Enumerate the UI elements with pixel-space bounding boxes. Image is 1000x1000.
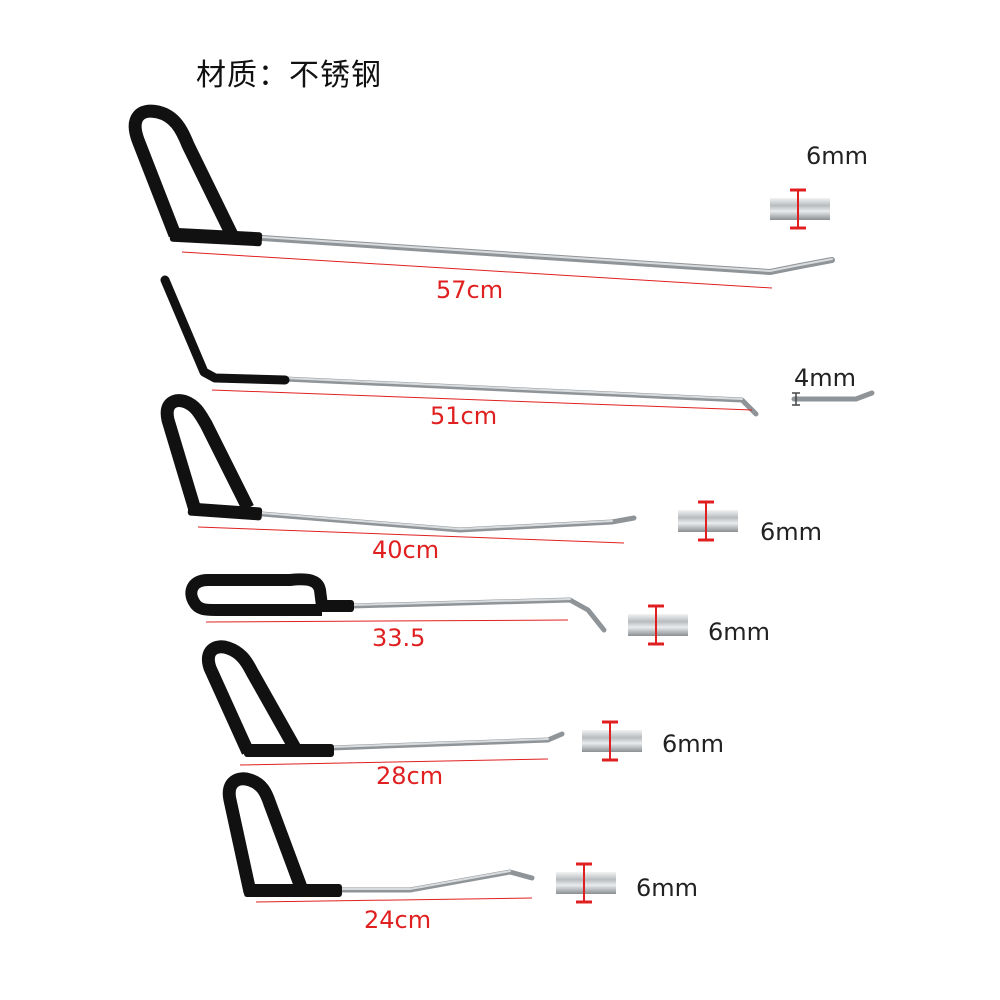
tool-2-measure-line xyxy=(211,389,753,411)
tool-1-grip xyxy=(169,227,263,247)
tool-6-measure-line xyxy=(255,897,533,903)
tool-6-diameter-label: 6mm xyxy=(636,874,699,902)
tool-4-handle xyxy=(185,573,328,616)
diameter-sample-2 xyxy=(791,390,875,406)
tool-5-length-label: 28cm xyxy=(376,762,444,790)
tool-5-diameter-label: 6mm xyxy=(662,730,725,758)
material-label: 材质：不锈钢 xyxy=(196,58,382,93)
tool-1-measure-line xyxy=(181,251,773,289)
tool-6-handle xyxy=(222,772,309,894)
tool-3-measure-line xyxy=(197,526,625,544)
diameter-sample-4 xyxy=(628,604,688,646)
tool-5-28cm xyxy=(202,640,565,766)
tool-5-handle xyxy=(202,640,302,755)
diameter-sample-1 xyxy=(770,188,830,230)
tool-4-grip xyxy=(318,600,354,612)
tool-5-measure-line xyxy=(239,758,549,766)
tool-2-51cm xyxy=(160,275,759,417)
tool-3-handle xyxy=(160,394,254,512)
tool-2-handle xyxy=(160,275,290,385)
tool-2-diameter-label: 4mm xyxy=(794,364,857,392)
tool-6-length-label: 24cm xyxy=(364,906,432,934)
tool-4-33.5 xyxy=(185,573,607,633)
tool-1-57cm xyxy=(128,104,835,289)
tool-4-measure-line xyxy=(205,619,569,623)
tool-3-40cm xyxy=(160,394,637,544)
tool-1-length-label: 57cm xyxy=(436,276,504,304)
tool-6-grip xyxy=(244,884,342,897)
tool-2-length-label: 51cm xyxy=(430,402,498,430)
tool-3-diameter-label: 6mm xyxy=(760,518,823,546)
tool-3-length-label: 40cm xyxy=(372,536,440,564)
tool-5-grip xyxy=(244,744,334,757)
tool-6-24cm xyxy=(222,772,535,903)
diameter-sample-6 xyxy=(556,862,616,904)
tool-6-rod xyxy=(339,869,535,893)
tool-1-handle xyxy=(128,104,238,238)
tool-4-length-label: 33.5 xyxy=(372,624,426,652)
tool-4-diameter-label: 6mm xyxy=(708,618,771,646)
tool-3-grip xyxy=(187,502,263,521)
diameter-sample-3 xyxy=(678,500,738,542)
tool-1-diameter-label: 6mm xyxy=(806,142,869,170)
diameter-sample-5 xyxy=(582,720,642,762)
